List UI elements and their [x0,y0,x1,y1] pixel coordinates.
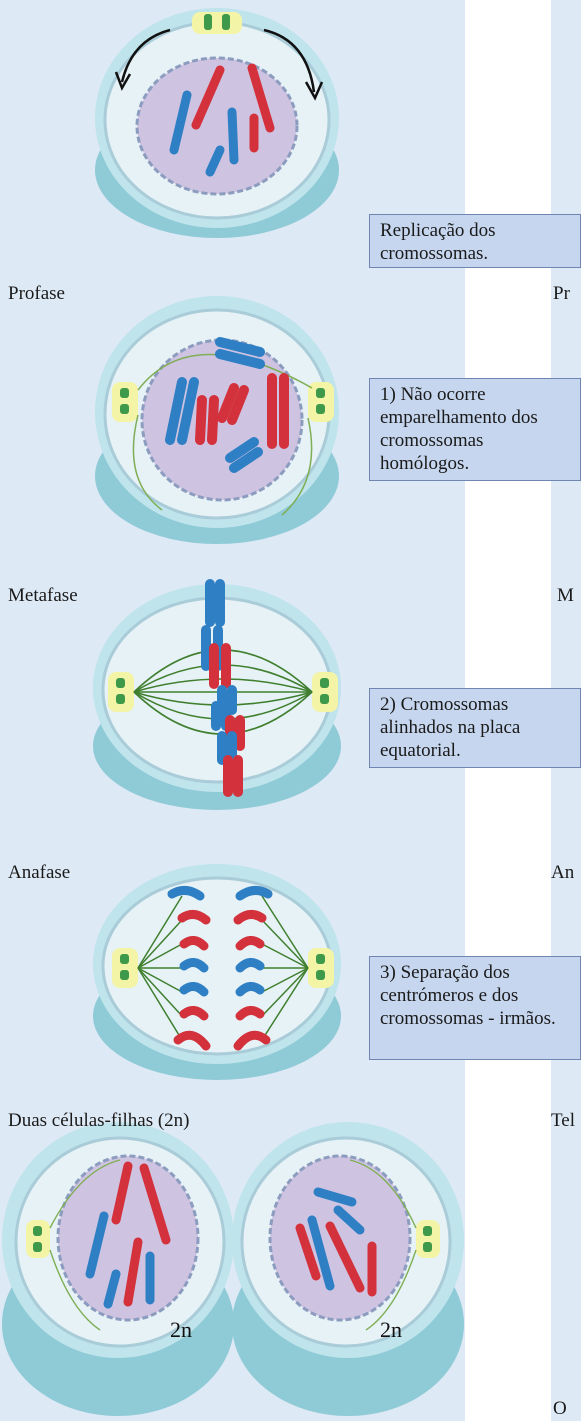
note-emparelhamento: 1) Não ocorre emparelhamento dos cromoss… [369,378,581,481]
cell-metaphase [82,578,352,814]
cell-anaphase [82,856,352,1084]
stage-label-metafase: Metafase [8,585,78,607]
cell-prophase-start [82,0,352,250]
ploidy-label-right: 2n [380,1317,402,1343]
note-replicacao: Replicação dos cromossomas. [369,214,581,268]
right-label-tel: Tel [551,1110,575,1132]
right-label-pr: Pr [553,283,570,305]
note-separacao: 3) Separação dos centrómeros e dos cromo… [369,956,581,1060]
right-label-m: M [557,585,574,607]
right-label-o: O [553,1398,567,1420]
stage-label-daughter-cells: Duas células-filhas (2n) [8,1110,190,1132]
note-placa-equatorial: 2) Cromossomas alinhados na placa equato… [369,688,581,768]
stage-label-profase: Profase [8,283,65,305]
ploidy-label-left: 2n [170,1317,192,1343]
stage-label-anafase: Anafase [8,862,70,884]
right-label-an: An [551,862,574,884]
cell-daughter-cells [0,1110,465,1421]
cell-prophase [82,290,352,548]
